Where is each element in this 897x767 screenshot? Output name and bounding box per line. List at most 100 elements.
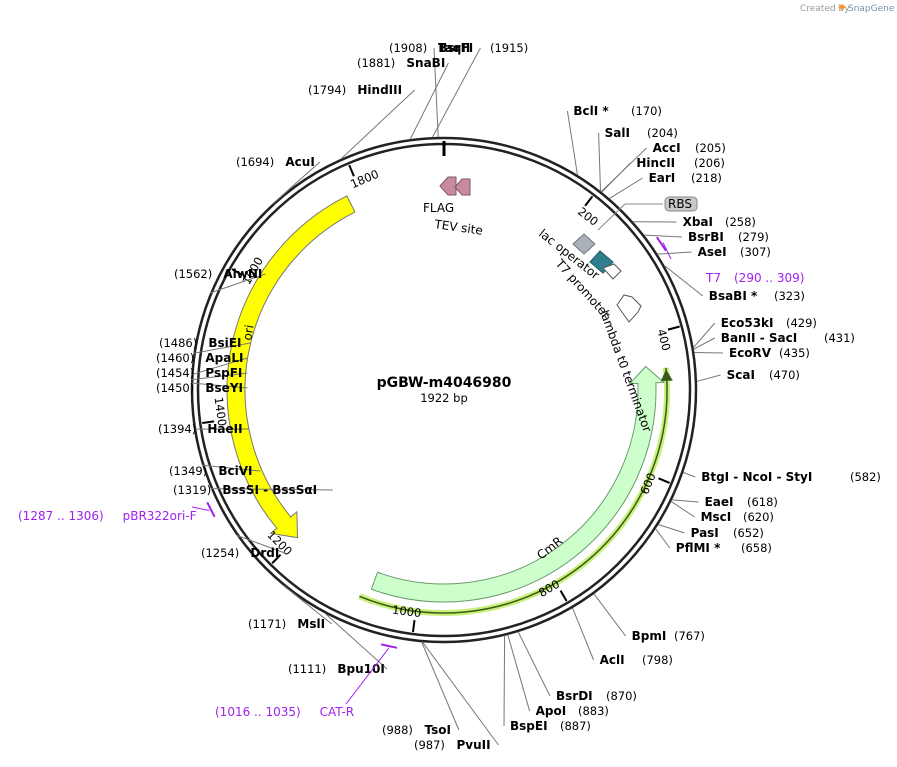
restriction-site[interactable]: EaeI(618) [671, 495, 778, 509]
restriction-site[interactable]: ApoI(883) [507, 634, 609, 718]
site-position: (1908) [389, 41, 427, 55]
site-name: BsiEI [208, 336, 241, 350]
tick-mark [559, 590, 568, 602]
primer-site[interactable]: (290 .. 309)T7 [655, 236, 805, 285]
site-name: HaeII [207, 422, 242, 436]
restriction-site[interactable]: PflMI *(658) [655, 528, 772, 555]
site-position: (620) [743, 510, 774, 524]
restriction-site[interactable]: AccI(205) [600, 141, 726, 193]
restriction-site[interactable]: AclI(798) [572, 607, 673, 667]
restriction-site[interactable]: PasI(652) [658, 524, 764, 541]
restriction-site[interactable]: BclI *(170) [566, 104, 662, 176]
restriction-site[interactable]: Bpu10I(1111) [288, 612, 388, 676]
restriction-site[interactable]: BanII - SacI (431) [693, 331, 855, 350]
restriction-site[interactable]: BtgI - NcoI - StyI(582) [683, 470, 881, 484]
site-leader-line [671, 499, 699, 503]
site-name: BsrFI [438, 41, 473, 55]
site-position: (658) [741, 541, 772, 555]
site-position: (258) [725, 215, 756, 229]
site-name: AlwNI [223, 267, 262, 281]
restriction-site[interactable]: EcoRV (435) [694, 346, 810, 360]
restriction-site[interactable]: TaqII(1915) [433, 41, 528, 138]
flag-label: FLAG [423, 201, 454, 215]
tev-feature-arrow[interactable] [454, 178, 471, 196]
restriction-site[interactable]: Eco53kI(429) [693, 316, 817, 348]
site-position: (431) [824, 331, 855, 345]
site-position: (435) [779, 346, 810, 360]
restriction-site[interactable]: HindIII(1794) [308, 83, 415, 160]
site-leader-line [572, 607, 595, 661]
site-position: (883) [578, 704, 609, 718]
restriction-site[interactable]: ScaI(470) [696, 368, 800, 382]
restriction-site[interactable]: BsrDI (870) [517, 631, 637, 703]
restriction-site[interactable]: BspEI(887) [503, 635, 591, 733]
tick-mark [584, 195, 594, 207]
restriction-site[interactable]: HincII(206) [601, 156, 725, 193]
primer-site[interactable]: (1016 .. 1035)CAT-R [215, 643, 398, 719]
lac-operator-feature[interactable] [572, 233, 596, 255]
site-name: EcoRV [729, 346, 772, 360]
site-position: (1349) [169, 464, 207, 478]
site-position: (1562) [174, 267, 212, 281]
tick-mark [348, 164, 355, 177]
lambda-t0-terminator-feature[interactable] [616, 294, 642, 323]
restriction-site[interactable]: MslI(1171) [248, 585, 333, 631]
primer-name: pBR322ori-F [123, 509, 197, 523]
site-position: (870) [606, 689, 637, 703]
restriction-site[interactable]: BsiEI(1486) [159, 336, 251, 354]
primer-site[interactable]: (1287 .. 1306)pBR322ori-F [18, 501, 216, 523]
cmr-feature-arrow[interactable] [370, 365, 666, 603]
tick-mark [658, 477, 670, 484]
site-leader-line [600, 147, 647, 193]
site-position: (1319) [173, 483, 211, 497]
restriction-site[interactable]: MscI(620) [670, 500, 774, 524]
restriction-site[interactable]: BsrBI(279) [644, 230, 769, 244]
site-name: EaeI [705, 495, 734, 509]
restriction-site[interactable]: EarI(218) [609, 171, 722, 200]
site-name: BanII - SacI [721, 331, 797, 345]
ori-feature-arrow[interactable] [226, 195, 356, 539]
restriction-site[interactable]: AlwNI (1562) [174, 267, 266, 294]
site-leader-line [210, 488, 333, 491]
site-leader-line [598, 132, 601, 192]
flag-feature-arrow[interactable] [439, 176, 457, 196]
tick-label: 400 [654, 327, 673, 352]
site-name: BtgI - NcoI - StyI [701, 470, 812, 484]
restriction-site[interactable]: BssSI - BssSαI(1319) [173, 483, 333, 497]
restriction-site[interactable]: PvuII(987) [414, 641, 499, 752]
restriction-site[interactable]: SalI(204) [598, 126, 678, 192]
restriction-site[interactable]: TsoI(988) [382, 641, 460, 737]
site-name: TaqII [438, 41, 470, 55]
site-leader-line [694, 352, 724, 354]
site-name: BciVI [218, 464, 252, 478]
restriction-site[interactable]: BciVI (1349) [169, 464, 261, 478]
restriction-site[interactable]: BpmI(767) [593, 593, 705, 643]
restriction-site[interactable]: SnaBI(1881) [357, 56, 449, 140]
site-name: BsrDI [556, 689, 593, 703]
restriction-site[interactable]: PspFI(1454) [156, 366, 248, 381]
tick-label: 1400 [212, 396, 230, 427]
restriction-site[interactable]: XbaI(258) [632, 215, 756, 229]
cmr-orf-arrowhead [660, 369, 673, 382]
restriction-site[interactable]: BsrFI (1908) [389, 41, 481, 138]
site-leader-line [670, 500, 695, 518]
restriction-site[interactable]: AseI(307) [657, 245, 771, 259]
restriction-site[interactable]: AcuI(1694) [236, 155, 321, 205]
site-leader-line [283, 585, 333, 625]
credit-prefix: Created by [800, 4, 850, 14]
restriction-site[interactable]: BseYI(1450) [156, 381, 248, 395]
tick-mark [667, 325, 680, 331]
restriction-site[interactable]: ApaLI(1460) [156, 351, 248, 376]
primer-range: (1016 .. 1035) [215, 705, 301, 719]
primer-sites: (290 .. 309)T7 (1287 .. 1306)pBR322ori-F (… [18, 236, 805, 719]
rbs-feature[interactable] [664, 196, 698, 212]
tick-label: 1800 [348, 167, 380, 191]
primer-name: T7 [705, 271, 721, 285]
restriction-site[interactable]: BsaBI *(323) [663, 265, 805, 303]
site-leader-line [696, 374, 721, 382]
rbs-label: RBS [668, 197, 692, 211]
site-leader-line [191, 382, 248, 389]
restriction-sites: TaqII(1915)BsrFI (1908)SnaBI(1881)HindIII… [156, 41, 881, 752]
restriction-site[interactable]: DrdI(1254) [201, 535, 285, 561]
restriction-site[interactable]: HaeII(1394) [158, 422, 250, 436]
